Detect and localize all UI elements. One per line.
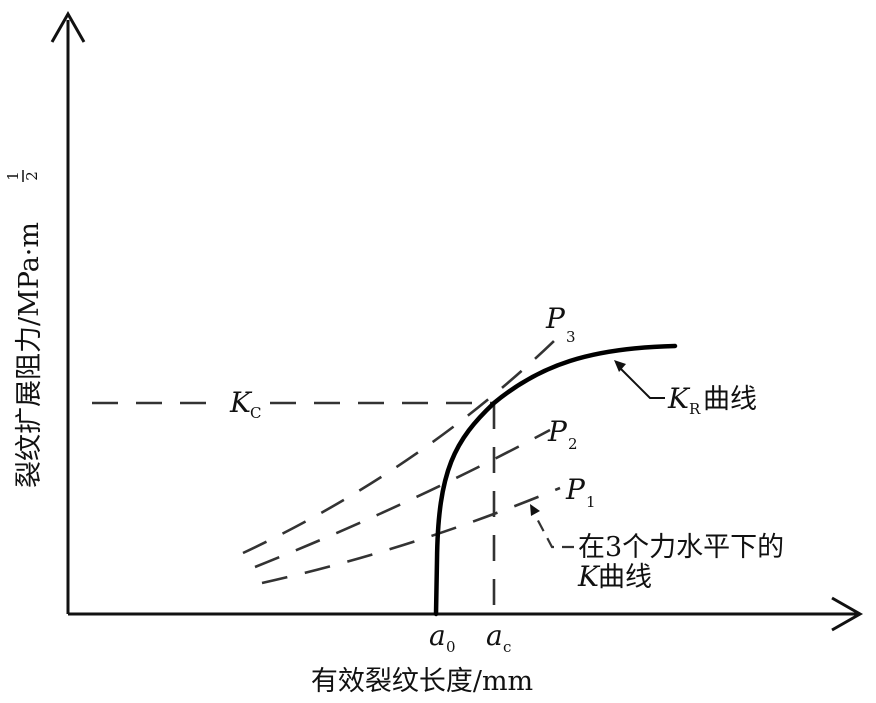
k-label-suffix: 曲线: [598, 562, 652, 593]
k-curve-p1: [261, 486, 561, 585]
k-curve-p3: [242, 339, 556, 555]
x-axis-arrowhead: [831, 596, 864, 632]
kr-label-subscript: R: [689, 400, 701, 418]
y-axis-label-group: 裂纹扩展阻力/MPa·m 1 2: [4, 170, 45, 488]
y-axis-exponent-denominator: 2: [23, 171, 41, 181]
kr-pointer-arrowhead: [614, 360, 626, 372]
x-axis-label: 有效裂纹长度/mm: [311, 666, 533, 697]
ac-label-subscript: c: [503, 638, 511, 656]
k-pointer-arrowhead: [530, 504, 540, 516]
kc-label-letter: K: [229, 386, 253, 419]
kr-label-letter: K: [667, 382, 691, 415]
k-label-line1: 在3个力水平下的: [578, 532, 784, 563]
ac-label-letter: a: [486, 619, 503, 652]
p1-label-subscript: 1: [586, 493, 596, 511]
a0-label-letter: a: [429, 619, 446, 652]
kr-label-suffix: 曲线: [703, 384, 757, 415]
kc-label-subscript: C: [250, 404, 261, 422]
k-curve-p2: [254, 428, 551, 569]
y-axis-arrowhead: [50, 10, 86, 43]
p3-label-letter: P: [545, 302, 566, 335]
y-axis-exponent-numerator: 1: [4, 171, 22, 181]
a0-label-subscript: 0: [446, 638, 456, 656]
k-label-letter: K: [577, 560, 601, 593]
y-axis-label: 裂纹扩展阻力/MPa·m: [14, 222, 45, 488]
kr-pointer-line: [619, 367, 665, 399]
p2-label-letter: P: [547, 415, 568, 448]
p2-label-subscript: 2: [568, 435, 578, 453]
k-pointer-line: [533, 512, 574, 549]
p1-label-letter: P: [565, 473, 586, 506]
kr-curve: [433, 343, 678, 617]
p3-label-subscript: 3: [566, 328, 576, 346]
